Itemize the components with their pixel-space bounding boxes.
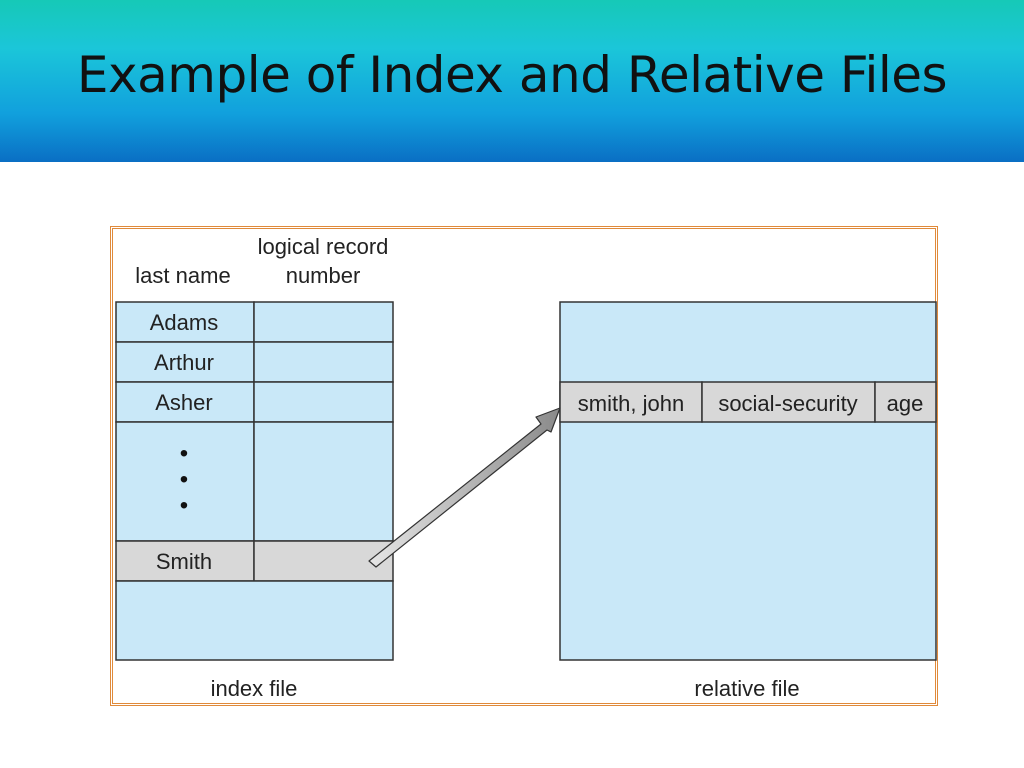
relative-file-body xyxy=(559,301,937,661)
index-name-cell-highlight xyxy=(115,540,255,582)
record-field-cell xyxy=(559,381,703,423)
record-field-cell xyxy=(701,381,876,423)
index-row-label: Arthur xyxy=(154,350,214,375)
index-record-cell xyxy=(253,381,394,423)
index-name-cell xyxy=(115,421,255,542)
ellipsis-dot: • xyxy=(180,492,188,519)
pointer-arrow xyxy=(368,407,561,568)
index-file-caption: index file xyxy=(211,676,298,701)
relative-file-table: smith, john social-security age xyxy=(559,301,937,661)
header-logical-record: logical record xyxy=(258,234,389,259)
index-record-cell xyxy=(253,301,394,343)
ellipsis-dot: • xyxy=(180,466,188,493)
index-row-label: Asher xyxy=(155,390,212,415)
record-field-label: smith, john xyxy=(578,391,684,416)
index-file-table: Adams Arthur Asher Smith • • • xyxy=(115,301,394,661)
record-field-label: age xyxy=(887,391,924,416)
slide-title: Example of Index and Relative Files xyxy=(76,46,948,104)
index-empty-area xyxy=(115,580,394,661)
index-row-label: Smith xyxy=(156,549,212,574)
ellipsis-dot: • xyxy=(180,440,188,467)
header-number: number xyxy=(286,263,361,288)
record-field-label: social-security xyxy=(718,391,857,416)
header-last-name: last name xyxy=(135,263,230,288)
index-record-cell xyxy=(253,341,394,383)
index-row-label: Adams xyxy=(150,310,218,335)
record-field-cell xyxy=(874,381,937,423)
index-record-cell xyxy=(253,421,394,542)
title-bar xyxy=(0,0,1024,162)
relative-file-caption: relative file xyxy=(694,676,799,701)
